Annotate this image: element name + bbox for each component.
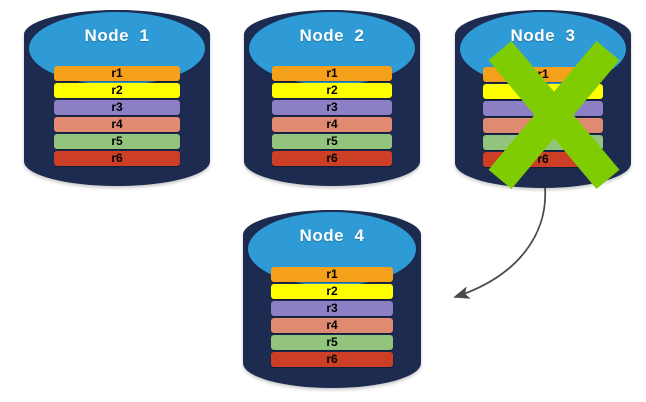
record-r2[interactable]: r2	[272, 83, 392, 99]
record-r1[interactable]: r1	[271, 266, 393, 282]
record-r5[interactable]: r5	[271, 334, 393, 350]
record-r3[interactable]: r3	[53, 100, 181, 116]
record-r6[interactable]: r6	[483, 151, 603, 167]
record-r4[interactable]: r4	[53, 117, 181, 133]
record-r4[interactable]: r4	[272, 117, 392, 133]
record-r5[interactable]: r5	[272, 134, 392, 150]
record-r2[interactable]: r2	[53, 83, 181, 99]
record-r6[interactable]: r6	[271, 351, 393, 367]
record-r1[interactable]: r1	[483, 66, 603, 82]
record-list: r1 r2 r3 r4 r5 r6	[272, 66, 392, 167]
record-list: r1 r2 r3 r4 r5 r6	[483, 66, 603, 167]
node-1[interactable]: Node 1 r1 r2 r3 r4 r5 r6	[24, 10, 210, 186]
record-r6[interactable]: r6	[53, 151, 181, 167]
record-r1[interactable]: r1	[272, 66, 392, 82]
record-list: r1 r2 r3 r4 r5 r6	[271, 266, 393, 367]
record-r2[interactable]: r2	[483, 83, 603, 99]
node-3[interactable]: Node 3 r1 r2 r3 r4 r5 r6	[455, 10, 631, 188]
arrow-node3-to-node4	[453, 187, 547, 299]
record-r3[interactable]: r3	[483, 100, 603, 116]
record-r4[interactable]: r4	[271, 317, 393, 333]
record-r3[interactable]: r3	[272, 100, 392, 116]
node-2[interactable]: Node 2 r1 r2 r3 r4 r5 r6	[244, 10, 420, 186]
record-r5[interactable]: r5	[483, 134, 603, 150]
record-r3[interactable]: r3	[271, 300, 393, 316]
record-r1[interactable]: r1	[53, 66, 181, 82]
record-r5[interactable]: r5	[53, 134, 181, 150]
node-4[interactable]: Node 4 r1 r2 r3 r4 r5 r6	[243, 210, 421, 388]
record-list: r1 r2 r3 r4 r5 r6	[53, 66, 181, 167]
record-r2[interactable]: r2	[271, 283, 393, 299]
record-r4[interactable]: r4	[483, 117, 603, 133]
record-r6[interactable]: r6	[272, 151, 392, 167]
